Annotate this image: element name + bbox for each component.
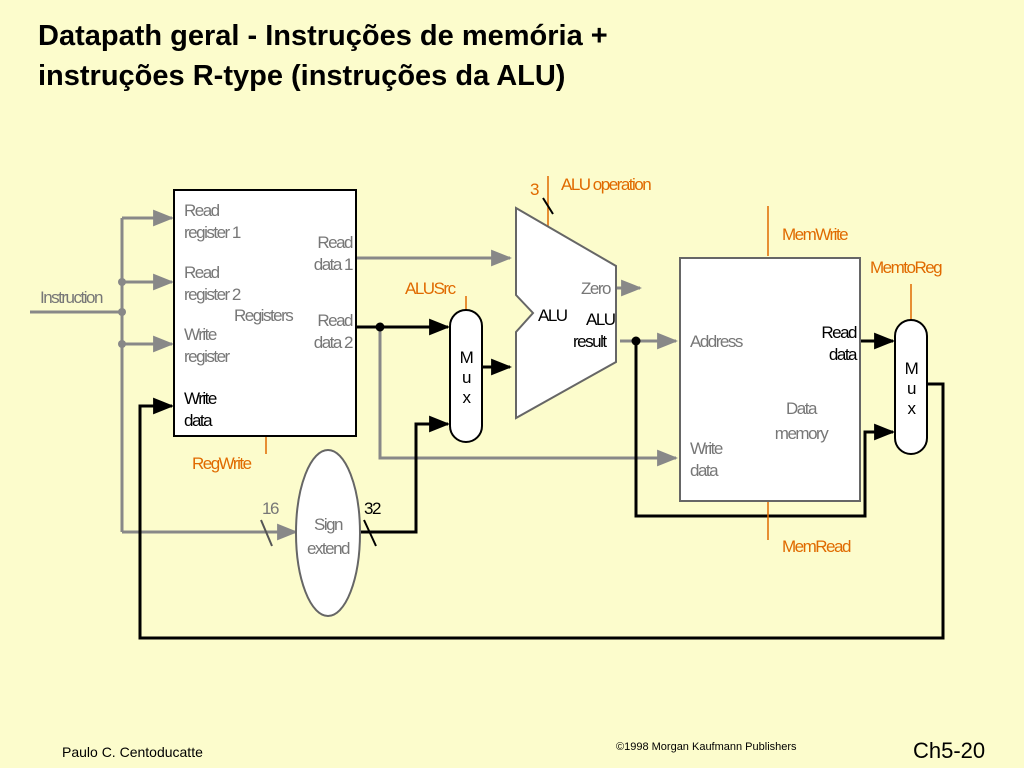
footer-slide-number: Ch5-20	[913, 738, 986, 763]
registers-name-label: Registers	[234, 306, 293, 325]
mem-write-data-label-a: Write	[690, 439, 723, 458]
alu-block	[515, 206, 617, 420]
alu-result-label-a: ALU	[586, 310, 615, 329]
alu-op-bus-width: 3	[530, 180, 539, 199]
memwrite-label: MemWrite	[782, 225, 848, 244]
sign-extend-label-a: Sign	[314, 515, 343, 534]
alu-zero-label: Zero	[581, 279, 611, 298]
diagram-labels: Read register 1 Read register 2 Write re…	[40, 175, 944, 558]
slide-title: Datapath geral - Instruções de memória +…	[38, 16, 998, 96]
mem-read-data-label-a: Read	[821, 323, 857, 342]
bus-width-16: 16	[262, 499, 279, 518]
address-label: Address	[690, 332, 743, 351]
footer-copyright: ©1998 Morgan Kaufmann Publishers	[616, 741, 797, 753]
reg-write-data-label-a: Write	[184, 389, 217, 408]
bus-slashes	[260, 197, 554, 547]
alu-operation-label: ALU operation	[561, 175, 651, 194]
memtoreg-label: MemtoReg	[870, 258, 942, 277]
data-memory-name-a: Data	[786, 399, 818, 418]
mem-write-data-label-b: data	[690, 461, 719, 480]
mux2-m: M	[905, 359, 918, 378]
alusrc-label: ALUSrc	[405, 279, 457, 298]
junction-dots	[118, 278, 641, 348]
sign-extend-label-b: extend	[307, 539, 350, 558]
black-wires	[138, 318, 945, 640]
read-data-2-label-b: data 2	[314, 333, 353, 352]
footer-author: Paulo C. Centoducatte	[62, 744, 203, 760]
sign-extend-block	[295, 449, 361, 617]
mux2-block	[894, 319, 928, 455]
mux1-x: x	[463, 388, 472, 407]
read-register-1-label-b: register 1	[184, 223, 241, 242]
read-register-2-label-a: Read	[184, 263, 220, 282]
memread-label: MemRead	[782, 537, 851, 556]
read-data-1-label-b: data 1	[314, 255, 353, 274]
reg-write-data-label-b: data	[184, 411, 213, 430]
mux1-block	[449, 309, 483, 443]
title-line-2: instruções R-type (instruções da ALU)	[38, 60, 566, 92]
mem-read-data-label-b: data	[829, 345, 858, 364]
bus-width-32: 32	[364, 499, 381, 518]
write-register-label-b: register	[184, 347, 231, 366]
write-register-label-a: Write	[184, 325, 217, 344]
registers-block	[173, 189, 357, 437]
data-memory-name-b: memory	[775, 424, 829, 443]
read-data-2-label-a: Read	[317, 311, 353, 330]
read-register-2-label-b: register 2	[184, 285, 241, 304]
read-register-1-label-a: Read	[184, 201, 220, 220]
mux1-u: u	[462, 368, 471, 387]
mux2-u: u	[907, 379, 916, 398]
regwrite-label: RegWrite	[192, 454, 252, 473]
alu-name-label: ALU	[538, 306, 567, 325]
data-memory-block	[679, 257, 861, 502]
read-data-1-label-a: Read	[317, 233, 353, 252]
instruction-label: Instruction	[40, 288, 103, 307]
alu-result-label-b: result	[573, 332, 607, 351]
mux2-x: x	[908, 399, 917, 418]
mux1-m: M	[460, 348, 473, 367]
title-line-1: Datapath geral - Instruções de memória +	[38, 20, 608, 52]
